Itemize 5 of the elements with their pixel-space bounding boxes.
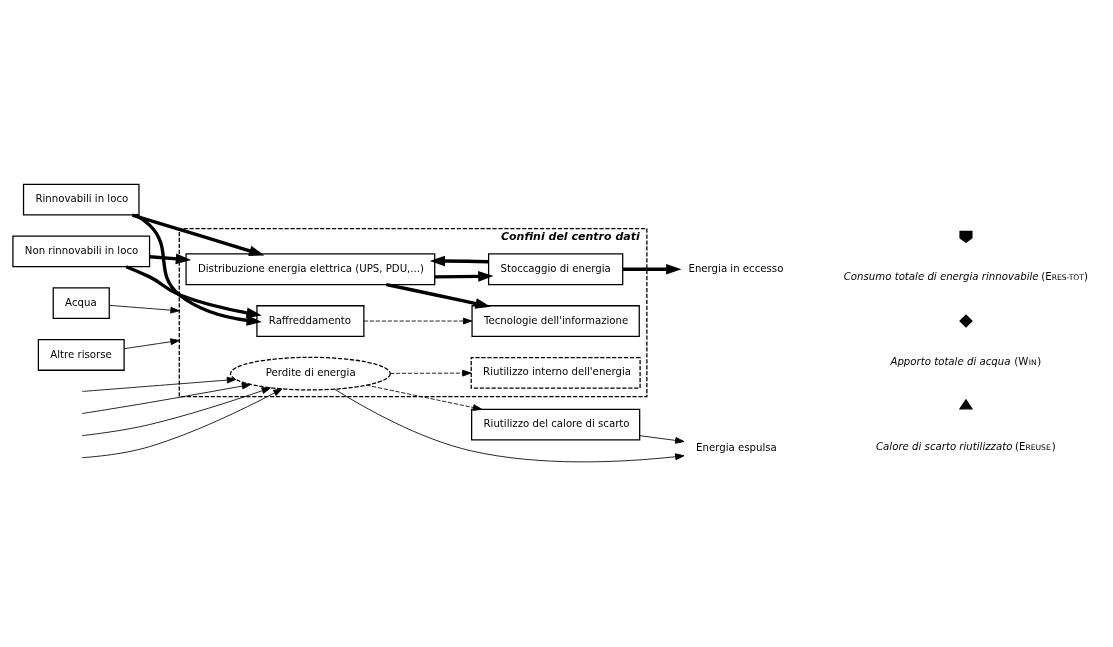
node-text: Energia in eccesso [688,262,784,274]
legend-label: Calore di scarto riutilizzato (EREUSE) [876,440,1056,452]
legend-label: Apporto totale di acqua (WIN) [890,355,1042,367]
node-text: Energia espulsa [696,441,777,453]
legend-label: Consumo totale di energia rinnovabile (ERES-TOT) [843,270,1088,282]
